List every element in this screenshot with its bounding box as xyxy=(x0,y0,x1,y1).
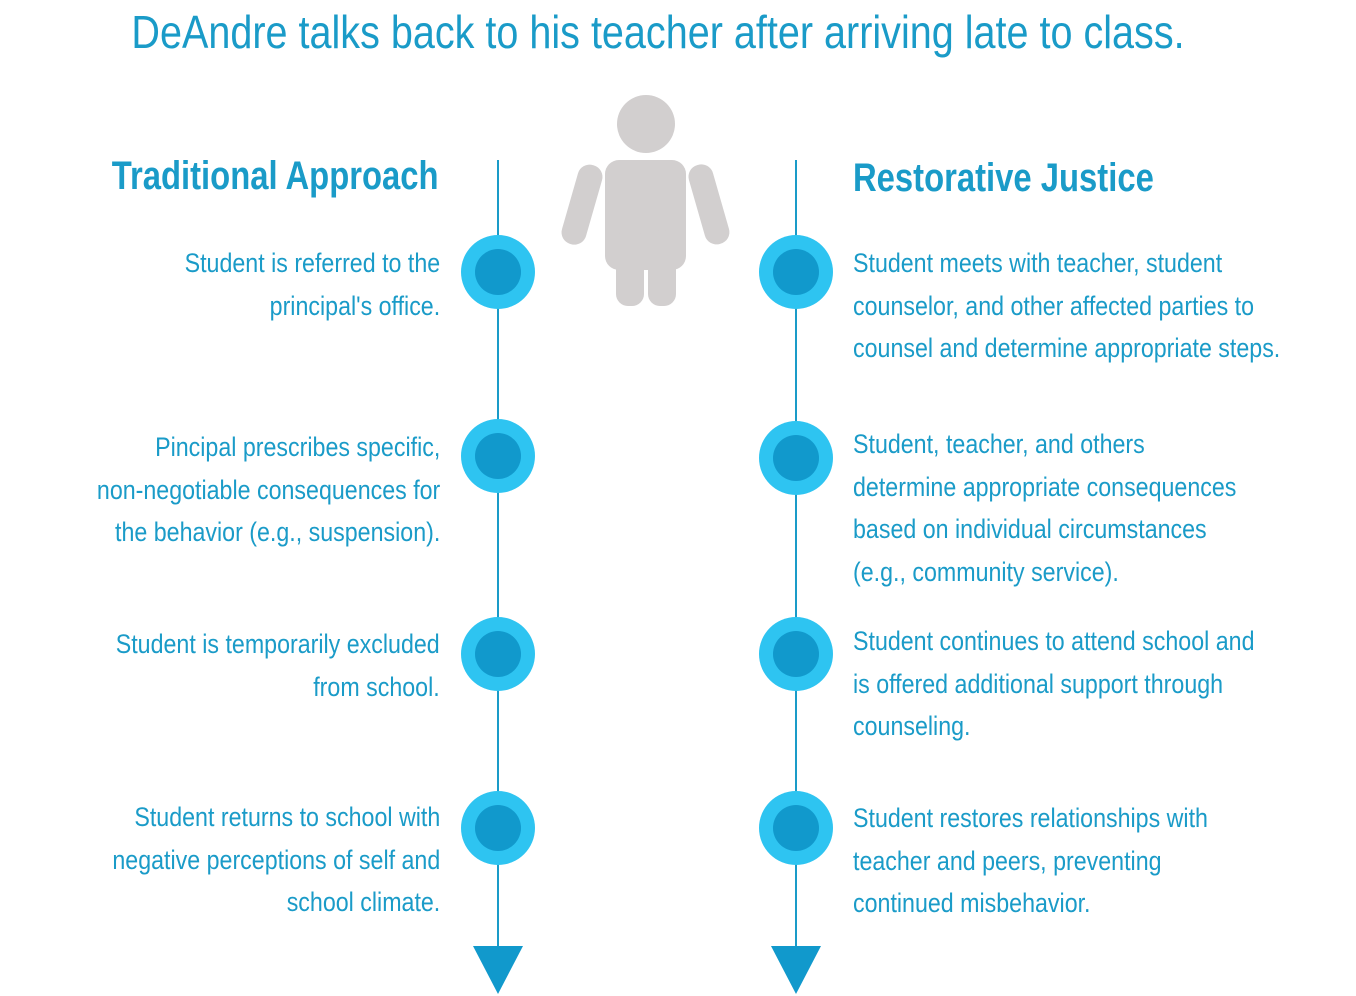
step-line: Student restores relationships with xyxy=(853,803,1208,833)
step-line: counseling. xyxy=(853,711,971,741)
step-line: determine appropriate consequences xyxy=(853,471,1237,502)
traditional-node-4-inner xyxy=(475,805,521,851)
step-line: Pincipal prescribes specific, xyxy=(154,432,440,462)
step-line: is offered additional support through xyxy=(853,668,1224,699)
step-line: Student is referred to the xyxy=(184,248,440,278)
step-line: Student meets with teacher, student xyxy=(853,248,1223,278)
step-line: Student is temporarily excluded xyxy=(116,629,440,659)
traditional-step-3: Student is temporarily excluded from sch… xyxy=(116,623,440,708)
page-title: DeAndre talks back to his teacher after … xyxy=(131,6,1185,58)
restorative-step-4: Student restores relationships with teac… xyxy=(853,797,1208,925)
restorative-node-1-inner xyxy=(773,249,819,295)
step-line: the behavior (e.g., suspension). xyxy=(114,517,440,547)
restorative-step-3: Student continues to attend school and i… xyxy=(853,620,1254,748)
traditional-step-4: Student returns to school with negative … xyxy=(112,796,440,924)
traditional-node-2-inner xyxy=(475,433,521,479)
restorative-justice-heading: Restorative Justice xyxy=(853,156,1154,200)
restorative-step-1: Student meets with teacher, student coun… xyxy=(853,242,1280,370)
step-line: (e.g., community service). xyxy=(853,556,1119,587)
step-line: from school. xyxy=(313,671,440,702)
traditional-down-arrow-icon xyxy=(473,946,523,994)
step-line: based on individual circumstances xyxy=(853,514,1207,544)
traditional-step-2: Pincipal prescribes specific, non-negoti… xyxy=(97,426,440,554)
restorative-node-4-inner xyxy=(773,805,819,851)
step-line: counselor, and other affected parties to xyxy=(853,290,1255,321)
restorative-node-2-inner xyxy=(773,435,819,481)
restorative-step-2: Student, teacher, and others determine a… xyxy=(853,423,1236,593)
restorative-down-arrow-icon xyxy=(771,946,821,994)
person-icon xyxy=(561,95,730,306)
step-line: teacher and peers, preventing xyxy=(853,845,1162,876)
traditional-step-1: Student is referred to the principal's o… xyxy=(184,242,440,327)
step-line: school climate. xyxy=(286,887,440,917)
step-line: Student continues to attend school and xyxy=(853,626,1255,656)
step-line: counsel and determine appropriate steps. xyxy=(853,333,1281,363)
step-line: negative perceptions of self and xyxy=(112,844,440,875)
step-line: Student returns to school with xyxy=(134,802,440,832)
traditional-node-3-inner xyxy=(475,631,521,677)
restorative-node-3-inner xyxy=(773,631,819,677)
step-line: continued misbehavior. xyxy=(853,888,1091,918)
step-line: non-negotiable consequences for xyxy=(96,474,440,505)
step-line: Student, teacher, and others xyxy=(853,429,1145,459)
traditional-approach-heading: Traditional Approach xyxy=(112,154,439,198)
step-line: principal's office. xyxy=(269,290,440,321)
traditional-node-1-inner xyxy=(475,249,521,295)
